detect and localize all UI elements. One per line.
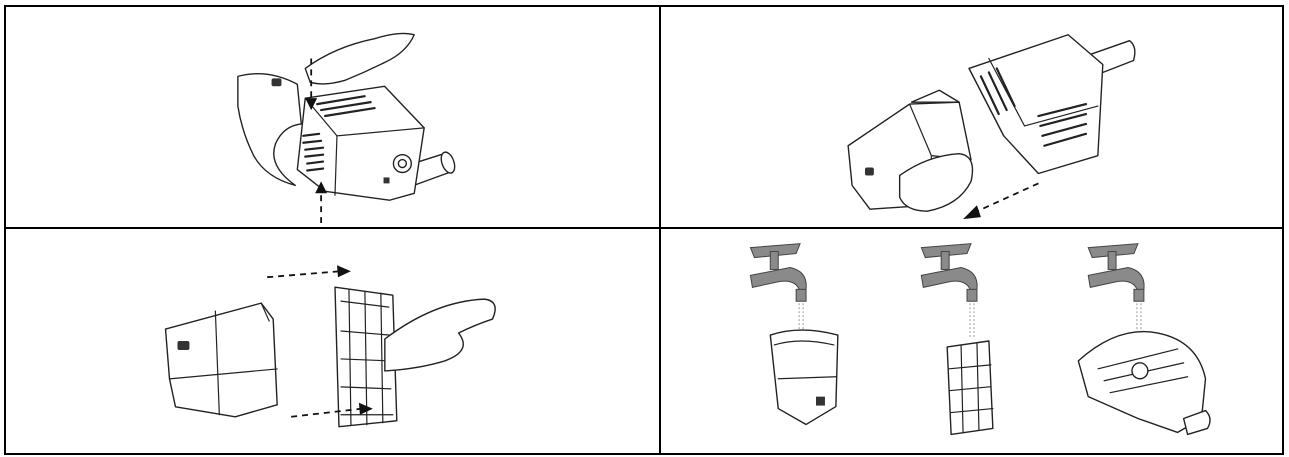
rinse-illustration [661, 229, 1282, 453]
panel-1-press-release [6, 7, 661, 229]
pull-off-cover-illustration [661, 7, 1282, 227]
panel-4-rinse-under-tap [661, 229, 1282, 453]
panel-3-remove-filter-frame [6, 229, 661, 453]
instruction-grid [4, 5, 1284, 455]
tap-icon-1 [750, 244, 806, 302]
tap-icon-2 [921, 244, 977, 302]
remove-filter-illustration [6, 229, 659, 453]
tap-icon-3 [1088, 244, 1144, 302]
press-release-illustration [6, 7, 659, 227]
panel-2-pull-off-cover [661, 7, 1282, 229]
